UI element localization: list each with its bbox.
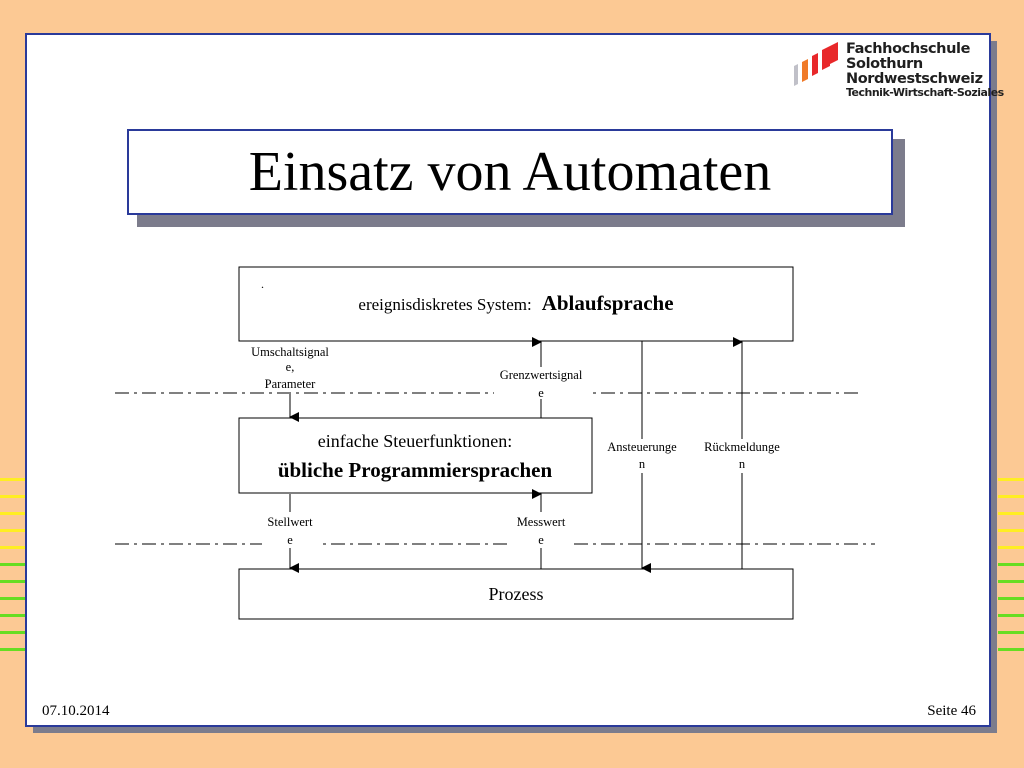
side-stripe [0, 512, 26, 515]
control-commands-label-2: n [639, 457, 646, 471]
school-logo: Fachhochschule Solothurn Nordwestschweiz… [790, 40, 1004, 104]
side-stripe [998, 631, 1024, 634]
side-stripe [0, 648, 26, 651]
switch-signals-label-3: Parameter [265, 377, 317, 391]
top-box-label-bold: Ablaufsprache [542, 291, 674, 315]
logo-line-3: Nordwestschweiz [846, 71, 983, 87]
side-stripe [0, 580, 26, 583]
side-stripe [0, 563, 26, 566]
side-stripe [998, 597, 1024, 600]
event-discrete-system-box [238, 266, 794, 342]
logo-line-1: Fachhochschule [846, 41, 971, 57]
side-stripe [998, 580, 1024, 583]
process-box [238, 568, 794, 620]
switch-signals-label-1: Umschaltsignal [251, 345, 329, 359]
side-stripe [0, 478, 26, 481]
switch-signals-label-2: e, [286, 360, 295, 374]
limit-signals-label-2: e [538, 386, 544, 400]
measured-values-label-1: Messwert [517, 515, 566, 529]
side-stripe [998, 495, 1024, 498]
control-commands-label-bg [601, 439, 685, 473]
mid-box-line-1: einfache Steuerfunktionen: [318, 431, 512, 451]
measured-values-label-2: e [538, 533, 544, 547]
feedback-label-1: Rückmeldunge [704, 440, 780, 454]
set-values-label-2: e [287, 533, 293, 547]
control-commands-label-1: Ansteuerunge [607, 440, 677, 454]
logo-line-2: Solothurn [846, 56, 923, 72]
feedback-label-bg [698, 439, 788, 473]
footer-page-number: Seite 46 [927, 703, 976, 719]
process-label: Prozess [489, 584, 544, 604]
side-stripe [0, 546, 26, 549]
logo-mark-icon [794, 42, 838, 86]
left-stripes [0, 476, 26, 656]
side-stripe [998, 563, 1024, 566]
side-stripe [0, 495, 26, 498]
limit-signals-label-1: Grenzwertsignal [500, 368, 583, 382]
side-stripe [998, 648, 1024, 651]
limit-signals-label-bg [494, 367, 588, 399]
set-values-label-bg [262, 512, 318, 548]
side-stripe [998, 529, 1024, 532]
top-box-mark: . [261, 277, 264, 291]
right-stripes [998, 476, 1024, 656]
side-stripe [998, 614, 1024, 617]
top-box-label-prefix: ereignisdiskretes System: [358, 295, 531, 314]
side-stripe [0, 614, 26, 617]
side-stripe [0, 597, 26, 600]
side-stripe [998, 512, 1024, 515]
set-values-label-1: Stellwert [267, 515, 313, 529]
footer-date: 07.10.2014 [42, 703, 110, 719]
top-box-label: ereignisdiskretes System: Ablaufsprache [358, 291, 673, 315]
mid-box-line-2: übliche Programmiersprachen [278, 458, 553, 482]
logo-text: Fachhochschule Solothurn Nordwestschweiz… [846, 41, 1004, 99]
side-stripe [998, 478, 1024, 481]
measured-values-label-bg [511, 512, 571, 548]
feedback-label-2: n [739, 457, 746, 471]
side-stripe [0, 631, 26, 634]
control-functions-box [238, 417, 593, 494]
logo-line-4: Technik-Wirtschaft-Soziales [846, 86, 1004, 99]
slide-title: Einsatz von Automaten [127, 129, 893, 215]
side-stripe [998, 546, 1024, 549]
switch-signals-label-bg [245, 344, 333, 392]
side-stripe [0, 529, 26, 532]
